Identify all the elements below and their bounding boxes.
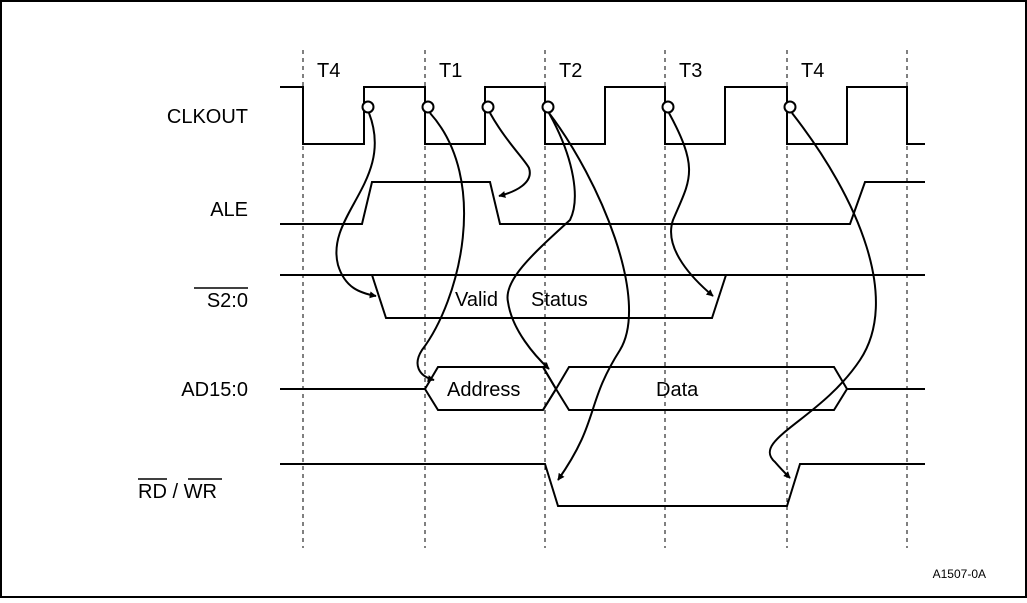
sample-point	[783, 100, 797, 114]
sample-point	[481, 100, 495, 114]
timing-arrows	[335, 112, 877, 481]
ale-waveform	[280, 181, 925, 225]
arrow-clk-to-s20	[335, 112, 377, 299]
period-label: T3	[679, 60, 702, 82]
arrow-clk-to-ale-fall	[489, 112, 531, 198]
period-label: T2	[559, 60, 582, 82]
rd-wr-separator: /	[167, 481, 184, 503]
period-label: T4	[317, 60, 340, 82]
sample-point	[421, 100, 435, 114]
period-label: T1	[439, 60, 462, 82]
arrow-clk-to-data	[506, 112, 576, 370]
status-label: Status	[531, 289, 588, 311]
address-label: Address	[447, 379, 520, 401]
period-labels: T4 T1 T2 T3 T4	[317, 60, 824, 82]
valid-label: Valid	[455, 289, 498, 311]
rd-wr-waveform	[280, 463, 925, 507]
ad-label: AD15:0	[181, 379, 248, 401]
clkout-waveform	[280, 86, 925, 145]
wr-label: WR	[184, 481, 217, 503]
data-label: Data	[656, 379, 699, 401]
sample-point	[361, 100, 375, 114]
arrow-clk-to-rd	[548, 112, 630, 481]
ad-waveform	[280, 366, 925, 411]
rd-wr-label: RD / WR	[138, 481, 217, 503]
clkout-sample-points	[361, 100, 797, 114]
sample-point	[661, 100, 675, 114]
arrow-clk-to-rd-end	[768, 112, 877, 479]
rd-label: RD	[138, 481, 167, 503]
figure-id: A1507-0A	[933, 567, 986, 581]
signal-labels: CLKOUT ALE S2:0 AD15:0 RD / WR	[138, 106, 248, 503]
arrow-clk-to-s20-end	[668, 112, 714, 297]
clkout-label: CLKOUT	[167, 106, 248, 128]
s20-waveform	[280, 274, 925, 319]
s20-waveform-line	[280, 274, 925, 319]
sample-point	[541, 100, 555, 114]
period-label: T4	[801, 60, 824, 82]
arrow-clk-to-address	[416, 112, 466, 382]
ale-label: ALE	[210, 199, 248, 221]
s20-label: S2:0	[207, 290, 248, 312]
